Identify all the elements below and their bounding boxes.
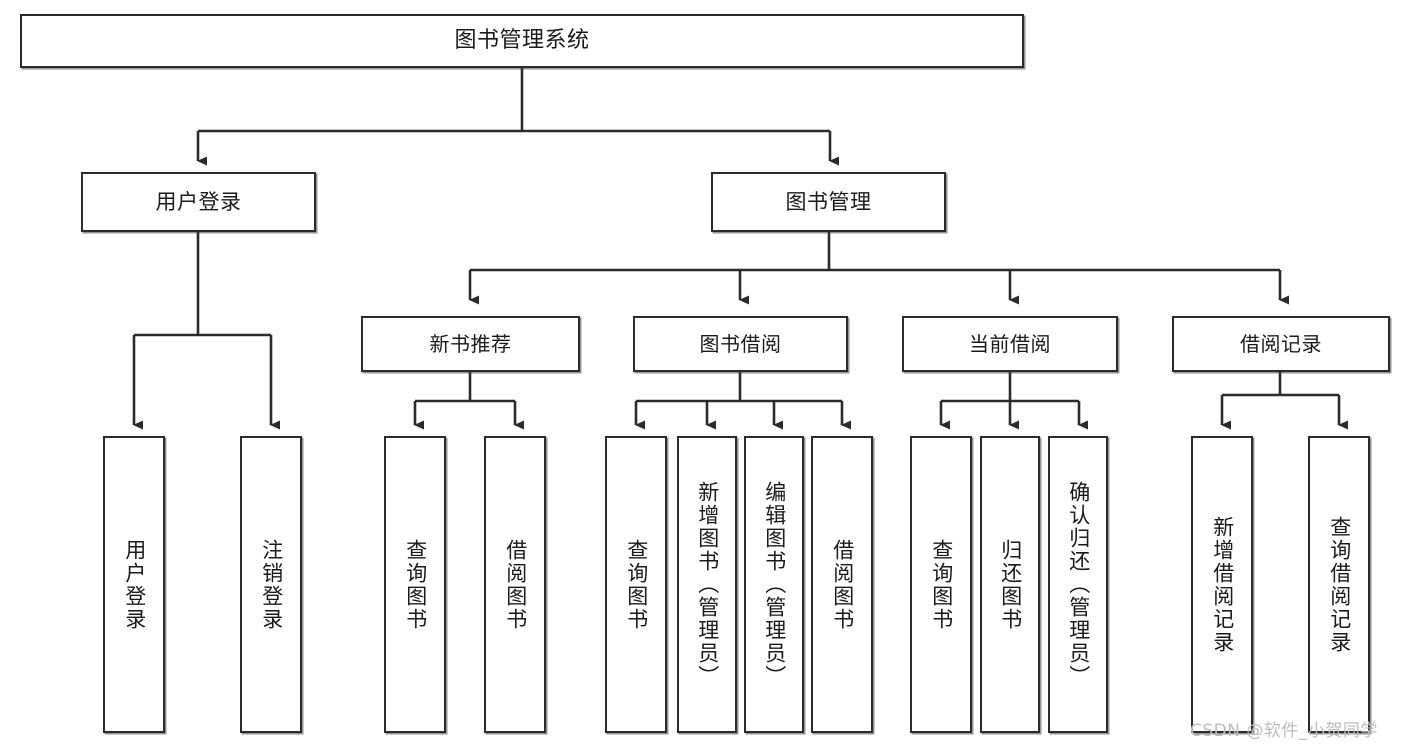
node-book-management[interactable]: 图书管理 [711, 172, 946, 232]
leaf-borrow-query-book[interactable]: 查询图书 [605, 436, 667, 733]
node-label: 新增图书（管理员） [695, 481, 720, 688]
leaf-current-confirm-return-admin[interactable]: 确认归还（管理员） [1048, 436, 1108, 733]
leaf-record-add-borrow-record[interactable]: 新增借阅记录 [1191, 436, 1253, 733]
node-label: 确认归还（管理员） [1066, 481, 1091, 688]
node-current-borrow[interactable]: 当前借阅 [902, 316, 1118, 372]
node-label: 归还图书 [998, 538, 1023, 631]
node-label: 查询图书 [929, 538, 954, 631]
leaf-recommend-query-book[interactable]: 查询图书 [384, 436, 446, 733]
leaf-user-login[interactable]: 用户登录 [103, 436, 165, 733]
node-book-borrow[interactable]: 图书借阅 [633, 316, 848, 372]
node-label: 编辑图书（管理员） [762, 481, 787, 688]
leaf-current-return-book[interactable]: 归还图书 [980, 436, 1040, 733]
node-label: 查询借阅记录 [1327, 515, 1352, 654]
watermark-text: CSDN @软件_小贺同学 [1190, 721, 1378, 741]
leaf-borrow-add-book-admin[interactable]: 新增图书（管理员） [677, 436, 737, 733]
node-label: 图书管理 [785, 189, 872, 214]
node-label: 新增借阅记录 [1210, 515, 1235, 654]
node-label: 查询图书 [403, 538, 428, 631]
node-label: 用户登录 [155, 189, 242, 214]
leaf-current-query-book[interactable]: 查询图书 [910, 436, 972, 733]
node-label: 借阅记录 [1240, 331, 1322, 356]
node-label: 新书推荐 [429, 331, 512, 356]
leaf-borrow-edit-book-admin[interactable]: 编辑图书（管理员） [744, 436, 804, 733]
node-label: 借阅图书 [830, 538, 855, 631]
node-root-system[interactable]: 图书管理系统 [20, 14, 1024, 68]
node-borrow-record[interactable]: 借阅记录 [1172, 316, 1390, 372]
node-label: 用户登录 [122, 538, 147, 631]
node-label: 图书借阅 [699, 331, 782, 356]
node-label: 图书管理系统 [454, 28, 590, 54]
node-user-login[interactable]: 用户登录 [81, 172, 316, 232]
leaf-borrow-borrow-book[interactable]: 借阅图书 [811, 436, 873, 733]
node-label: 注销登录 [259, 538, 284, 631]
node-new-book-recommend[interactable]: 新书推荐 [361, 316, 580, 372]
node-label: 查询图书 [624, 538, 649, 631]
node-label: 当前借阅 [969, 331, 1051, 356]
leaf-user-logout[interactable]: 注销登录 [240, 436, 302, 733]
node-label: 借阅图书 [503, 538, 528, 631]
leaf-recommend-borrow-book[interactable]: 借阅图书 [484, 436, 546, 733]
leaf-record-query-borrow-record[interactable]: 查询借阅记录 [1308, 436, 1370, 733]
